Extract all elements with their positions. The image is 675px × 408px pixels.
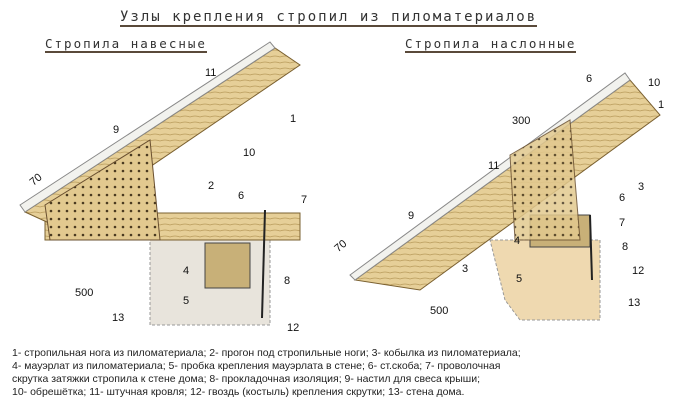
decking-right <box>509 119 581 241</box>
callout-label: 1 <box>290 113 296 125</box>
callout-label: 4 <box>514 235 520 247</box>
callout-label: 3 <box>462 263 468 275</box>
roofing <box>19 41 276 213</box>
callout-label: 6 <box>619 192 625 204</box>
left-drawing <box>19 41 301 326</box>
callout-label: 10 <box>243 147 255 159</box>
callout-label: 6 <box>586 73 592 85</box>
legend-line: 10- обрешётка; 11- штучная кровля; 12- г… <box>12 386 465 398</box>
callout-label: 9 <box>113 124 119 136</box>
callout-label: 4 <box>183 265 189 277</box>
right-title: Стропила наслонные <box>405 36 577 53</box>
legend-line: скрутка затяжки стропила к стене дома; 8… <box>12 373 480 385</box>
main-title: Узлы крепления стропил из пиломатериалов <box>120 9 538 27</box>
callout-label: 7 <box>619 217 625 229</box>
callout-label: 1 <box>658 99 664 111</box>
right-drawing <box>349 72 661 321</box>
callout-label: 8 <box>622 241 628 253</box>
legend: 1- стропильная нога из пиломатериала; 2-… <box>12 347 672 399</box>
callout-label: 13 <box>628 297 640 309</box>
callout-label: 70 <box>28 171 45 188</box>
wall-right <box>489 239 601 321</box>
callout-label: 11 <box>488 160 499 172</box>
callout-label: 6 <box>238 190 244 202</box>
callout-label: 12 <box>632 265 644 277</box>
callout-label: 500 <box>430 305 448 317</box>
callout-label: 3 <box>638 181 644 193</box>
callout-label: 7 <box>301 194 307 206</box>
callout-label: 12 <box>287 322 299 334</box>
callout-label: 5 <box>516 273 522 285</box>
left-title: Стропила навесные <box>45 36 207 53</box>
callout-label: 8 <box>284 275 290 287</box>
roofing-right <box>349 72 631 281</box>
callout-label: 9 <box>408 210 414 222</box>
legend-line: 1- стропильная нога из пиломатериала; 2-… <box>12 347 521 359</box>
legend-line: 4- мауэрлат из пиломатериала; 5- пробка … <box>12 360 501 372</box>
callout-label: 500 <box>75 287 93 299</box>
decking <box>44 139 161 241</box>
left-labels: 11 1 9 10 2 6 7 4 8 5 13 12 70 500 <box>28 67 308 334</box>
callout-label: 300 <box>512 115 530 127</box>
callout-label: 10 <box>648 77 660 89</box>
callout-label: 13 <box>112 312 124 324</box>
drawings: 11 1 9 10 2 6 7 4 8 5 13 12 70 500 6 10 … <box>19 41 664 334</box>
callout-label: 2 <box>208 180 214 192</box>
callout-label: 11 <box>205 67 216 79</box>
mauerlat <box>204 242 251 289</box>
callout-label: 5 <box>183 295 189 307</box>
wire-twist <box>261 209 266 319</box>
callout-label: 70 <box>332 238 349 255</box>
